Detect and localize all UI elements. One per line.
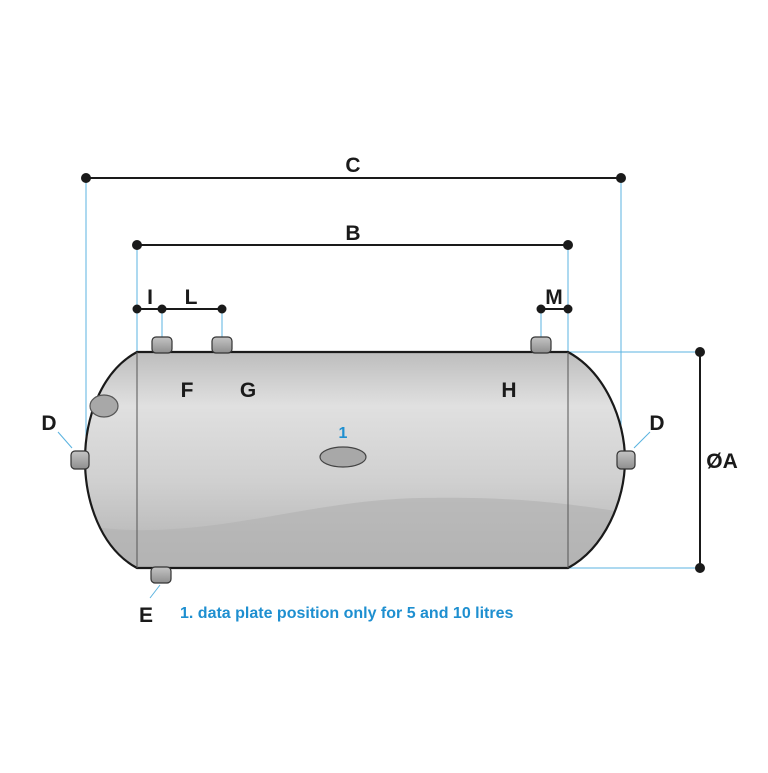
label-f: F (181, 379, 194, 402)
label-g: G (240, 379, 256, 402)
label-i: I (147, 286, 153, 309)
data-plate-center (319, 446, 367, 468)
data-plate-marker: 1 (339, 425, 348, 442)
label-h: H (501, 379, 516, 402)
label-m: M (545, 286, 563, 309)
label-e: E (139, 604, 153, 627)
label-b: B (345, 222, 360, 245)
label-diameter-a: ØA (706, 450, 738, 473)
data-plate-note: 1. data plate position only for 5 and 10… (180, 605, 514, 622)
fitting-e (150, 566, 172, 584)
dimension-lines (81, 173, 705, 573)
fitting-f (151, 336, 173, 354)
fitting-d-left (70, 450, 90, 470)
fittings (70, 336, 636, 584)
data-plate-end (89, 394, 119, 418)
tank-body (83, 350, 627, 570)
fitting-g (211, 336, 233, 354)
fitting-h (530, 336, 552, 354)
label-l: L (185, 286, 198, 309)
label-c: C (345, 154, 360, 177)
label-d-left: D (41, 412, 56, 435)
fitting-d-right (616, 450, 636, 470)
label-d-right: D (649, 412, 664, 435)
